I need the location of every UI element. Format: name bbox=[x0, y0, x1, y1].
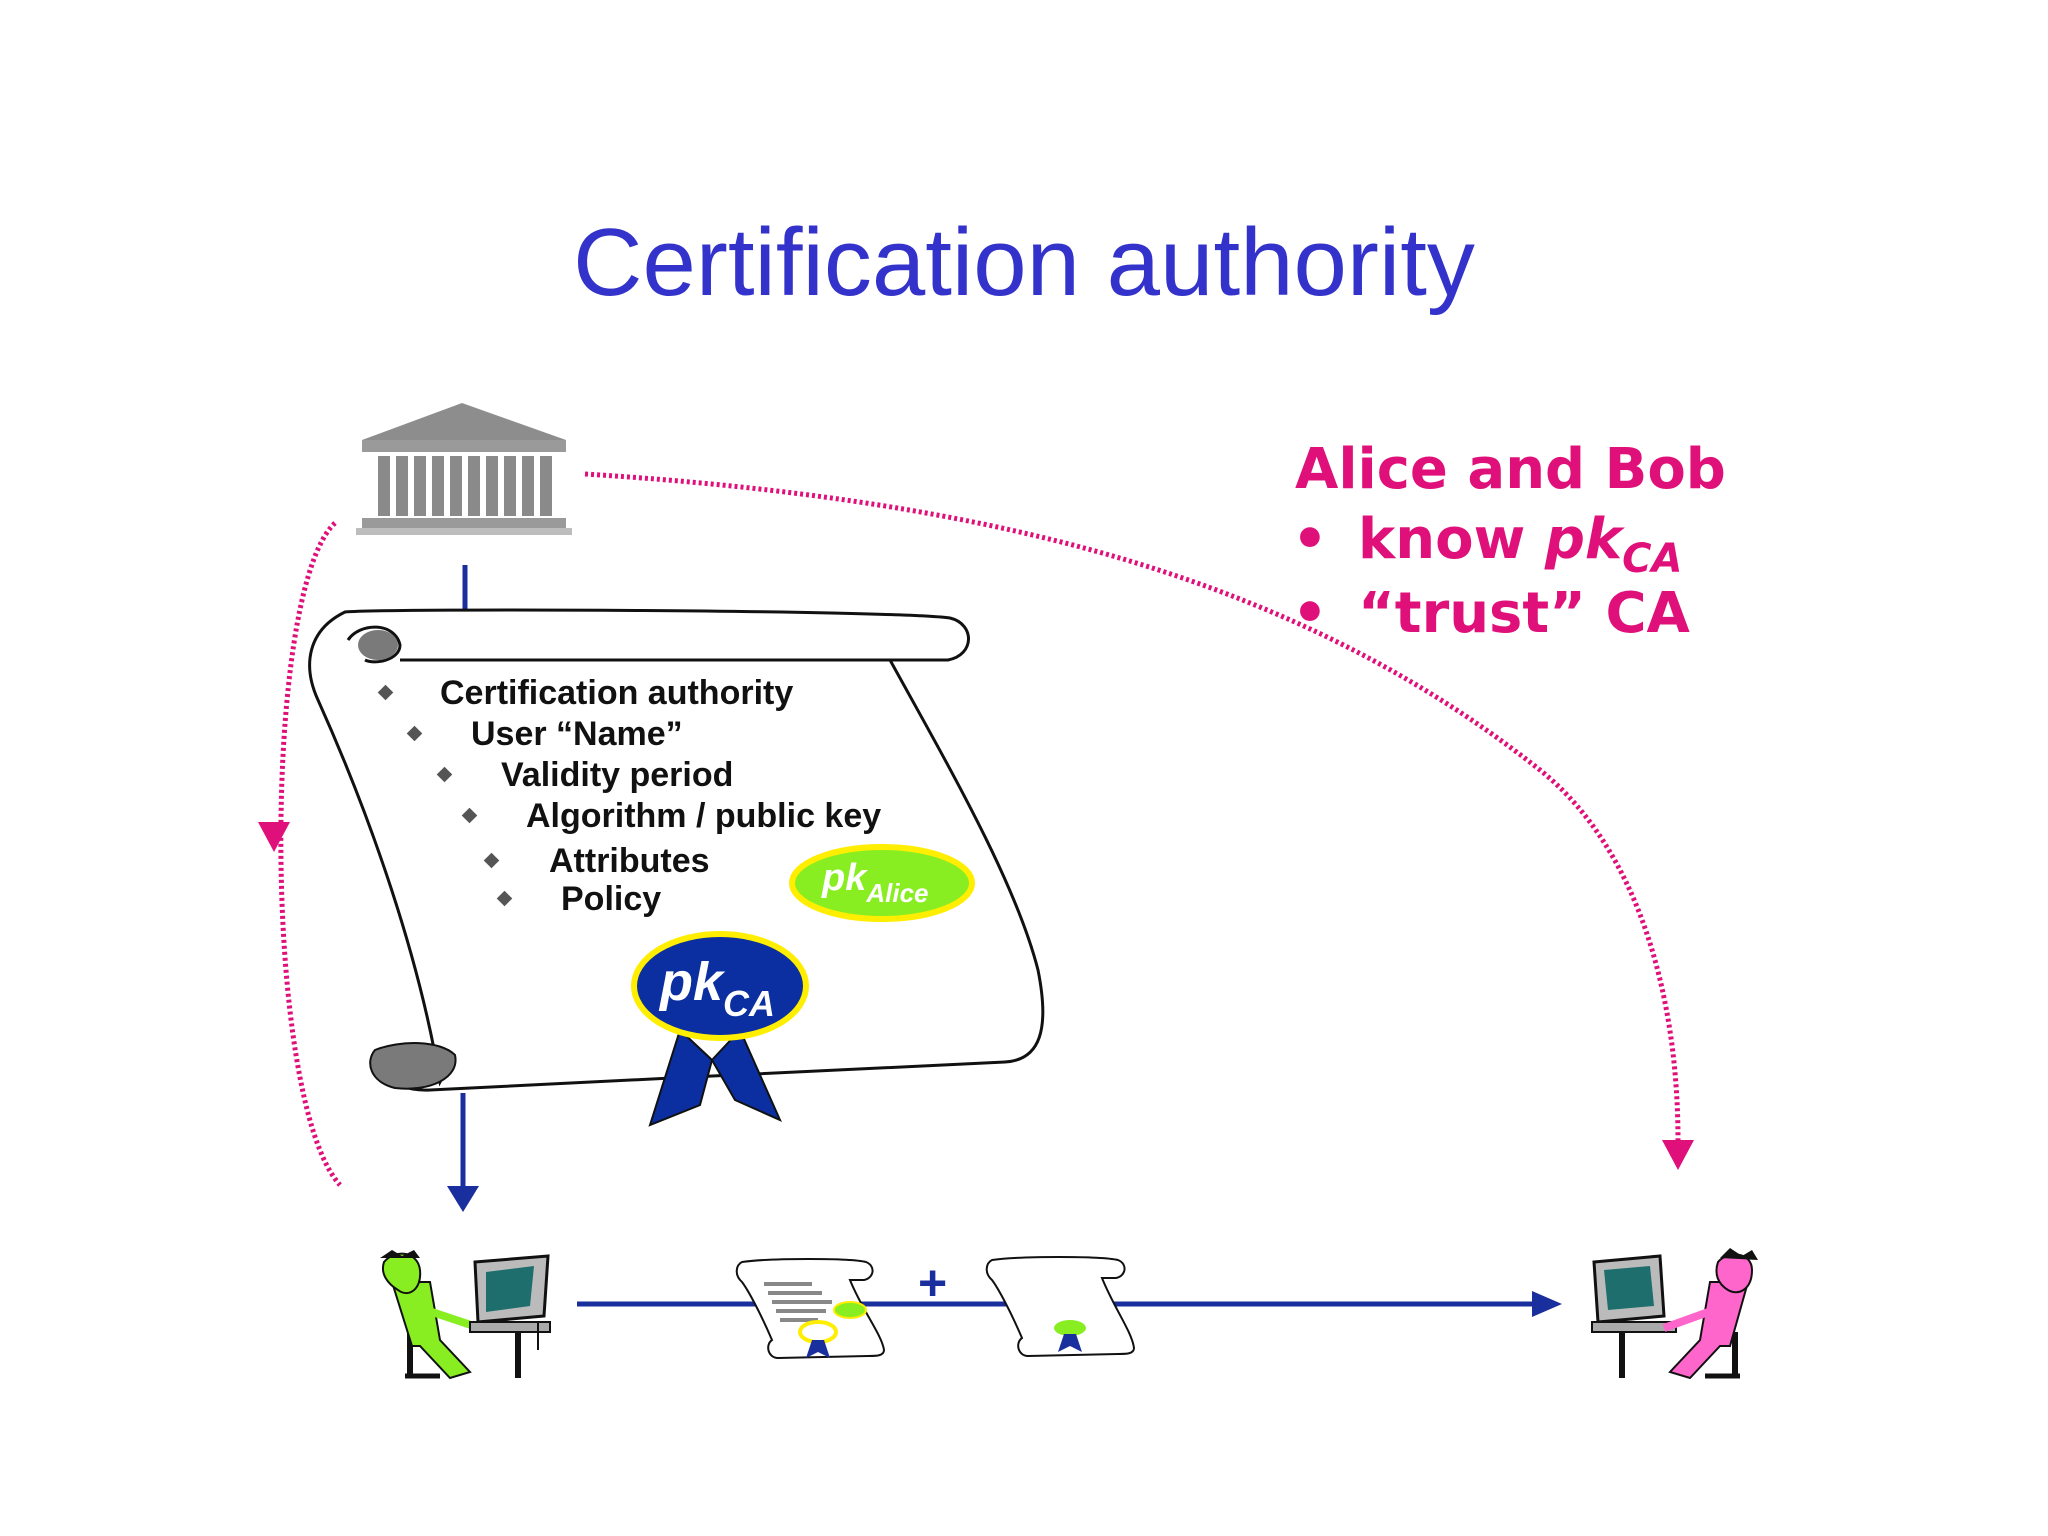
know-prefix: know bbox=[1358, 507, 1545, 572]
bullet-mark: • bbox=[1292, 507, 1328, 572]
alice-key-sub: Alice bbox=[865, 878, 928, 908]
ca-seal-label: pkCA bbox=[658, 952, 775, 1024]
field-algorithm-public-key: Algorithm / public key bbox=[526, 797, 881, 835]
alice-at-computer-icon bbox=[380, 1250, 551, 1380]
certificate-field-list: Certification authority User “Name” Vali… bbox=[377, 674, 881, 918]
signature-scroll-icon bbox=[985, 1256, 1136, 1358]
svg-text:pkAlice: pkAlice bbox=[821, 857, 929, 908]
mini-certificate-icon bbox=[735, 1258, 886, 1360]
bullet-mark: • bbox=[1292, 581, 1328, 646]
bank-building-icon bbox=[356, 403, 572, 535]
plus-sign: + bbox=[918, 1255, 947, 1311]
know-key-main: pk bbox=[1544, 507, 1626, 572]
field-certification-authority: Certification authority bbox=[440, 674, 793, 712]
alice-and-bob-heading: Alice and Bob bbox=[1295, 437, 1726, 502]
trust-arrowhead-right bbox=[1662, 1140, 1694, 1170]
field-policy: Policy bbox=[561, 880, 661, 918]
alice-key-main: pk bbox=[821, 857, 868, 899]
know-key-sub: CA bbox=[1622, 536, 1682, 582]
trust-arrow-to-bob bbox=[584, 471, 1681, 1141]
ribbon-seal-icon bbox=[631, 931, 809, 1127]
field-attributes: Attributes bbox=[549, 842, 710, 880]
alice-and-bob-note: Alice and Bob • know pkCA • “trust” CA bbox=[1292, 437, 1726, 646]
bob-at-computer-icon bbox=[1591, 1248, 1758, 1380]
alice-public-key-badge: pkAlice bbox=[789, 844, 975, 922]
trust-arrowhead-left bbox=[258, 822, 290, 852]
know-pk-ca-line: know pkCA bbox=[1358, 507, 1682, 582]
certificate-scroll-icon bbox=[308, 608, 1045, 1092]
slide-title: Certification authority bbox=[573, 209, 1475, 316]
trust-arrow-to-alice bbox=[278, 521, 342, 1187]
delivery-arrowhead bbox=[447, 1186, 479, 1212]
trust-ca-line: “trust” CA bbox=[1358, 581, 1691, 646]
field-validity-period: Validity period bbox=[501, 756, 733, 794]
field-user-name: User “Name” bbox=[471, 715, 683, 753]
ca-seal-main: pk bbox=[658, 952, 726, 1012]
ca-seal-sub: CA bbox=[723, 983, 775, 1024]
send-arrowhead bbox=[1532, 1291, 1562, 1317]
